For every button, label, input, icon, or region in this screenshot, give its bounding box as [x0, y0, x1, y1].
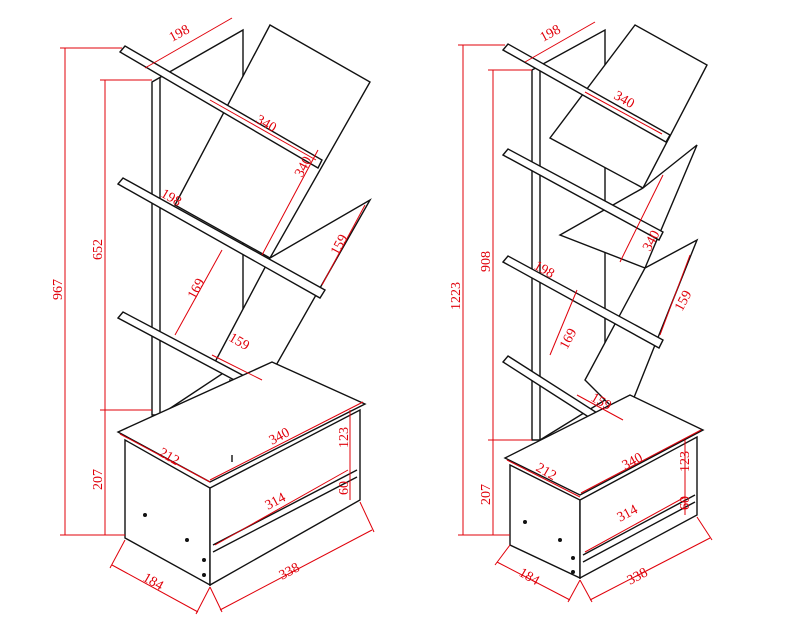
dim-total-height: 1223: [449, 282, 464, 310]
dim-base-length: 338: [277, 560, 303, 583]
base-side: [579, 435, 698, 580]
dim-base-shelf-height: 123: [678, 451, 693, 472]
dim-base-length: 338: [625, 565, 651, 588]
dim-upper-height: 652: [91, 239, 106, 260]
left-bookshelf: 967 652 207 198 340 340 198 159 169 159 …: [51, 17, 375, 615]
dim-base-depth: 184: [140, 570, 166, 593]
base-top: [503, 394, 705, 496]
arm-2: [501, 148, 664, 241]
dim-base-depth: 184: [516, 565, 542, 588]
dim-arm-top: 198: [167, 22, 193, 45]
dim-base-shelf-height: 123: [337, 427, 352, 448]
dim-total-height: 967: [51, 279, 66, 300]
dim-base-drawer-height: 60: [678, 496, 693, 510]
base-side: [209, 408, 361, 587]
arm-top: [118, 45, 323, 169]
dim-base-drawer-height: 60: [337, 481, 352, 495]
dim-base-height: 207: [91, 469, 106, 490]
arm-mid: [116, 177, 326, 299]
dim-base-height: 207: [479, 484, 494, 505]
right-bookshelf: 1223 908 207 198 340 340 198 159 169 159…: [449, 21, 713, 603]
dim-upper-height: 908: [479, 251, 494, 272]
arm-3: [501, 255, 664, 349]
